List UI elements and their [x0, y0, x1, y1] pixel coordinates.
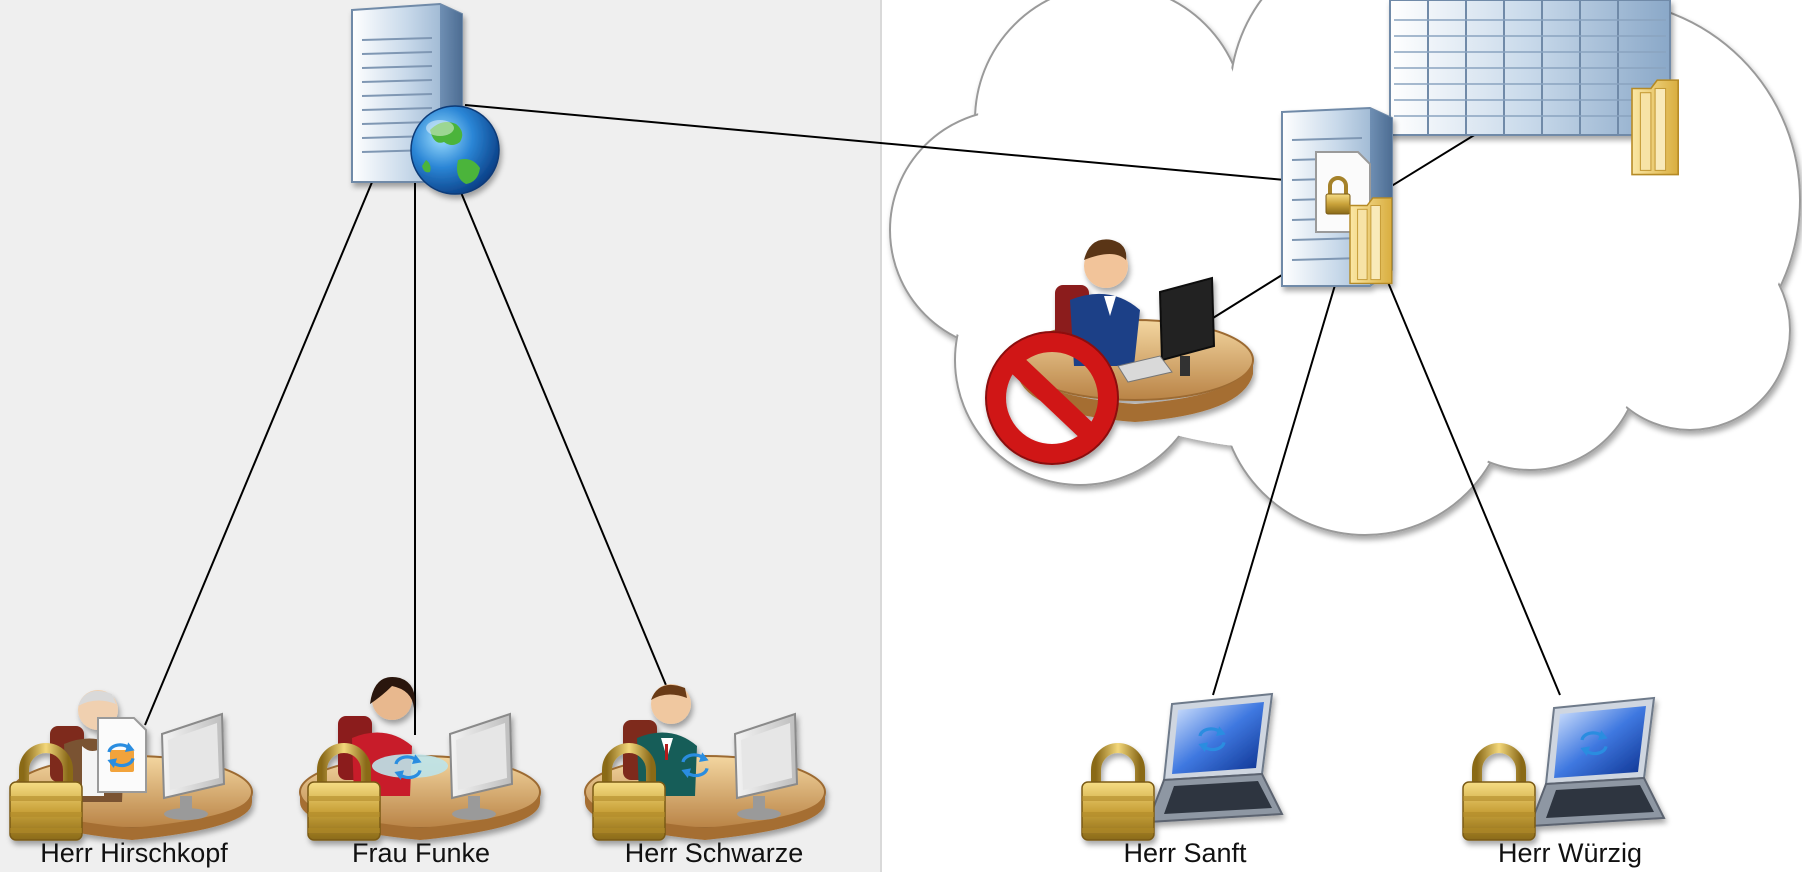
label-funke: Frau Funke: [351, 838, 491, 868]
workstation-funke: [299, 677, 541, 840]
link-gateway-hirschkopf: [144, 174, 376, 726]
document-icon: [97, 717, 147, 793]
link-gateway-cloudserver: [464, 104, 1286, 181]
no-entry-icon: [985, 331, 1119, 465]
laptop-icon: [1529, 697, 1665, 827]
server-rack-icon: [1389, 0, 1671, 136]
folder-icon: [1349, 197, 1393, 285]
padlock-icon: [1082, 748, 1154, 840]
globe-icon: [410, 105, 500, 195]
label-wuerzig: Herr Würzig: [1497, 838, 1643, 868]
workstation-schwarze: [584, 684, 826, 840]
gateway-server: [351, 2, 500, 195]
label-schwarze: Herr Schwarze: [624, 838, 804, 868]
device-wuerzig: [1463, 697, 1665, 840]
cloud-server: [1281, 106, 1393, 287]
link-cloudserver-sanft: [1212, 274, 1339, 696]
label-sanft: Herr Sanft: [1123, 838, 1247, 868]
link-cloudserver-blocked-user: [1212, 269, 1291, 319]
padlock-icon: [1463, 748, 1535, 840]
label-hirschkopf: Herr Hirschkopf: [40, 838, 228, 868]
laptop-icon: [1147, 693, 1283, 823]
folder-icon: [1631, 79, 1679, 176]
panel-divider: [880, 0, 882, 872]
padlock-icon: [10, 748, 82, 840]
workstation-hirschkopf: [10, 690, 253, 840]
device-sanft: [1082, 693, 1283, 840]
link-cloudserver-wuerzig: [1384, 274, 1561, 696]
connection-lines: [144, 104, 1561, 735]
blocked-workstation: [985, 239, 1254, 465]
link-gateway-schwarze: [459, 189, 669, 691]
